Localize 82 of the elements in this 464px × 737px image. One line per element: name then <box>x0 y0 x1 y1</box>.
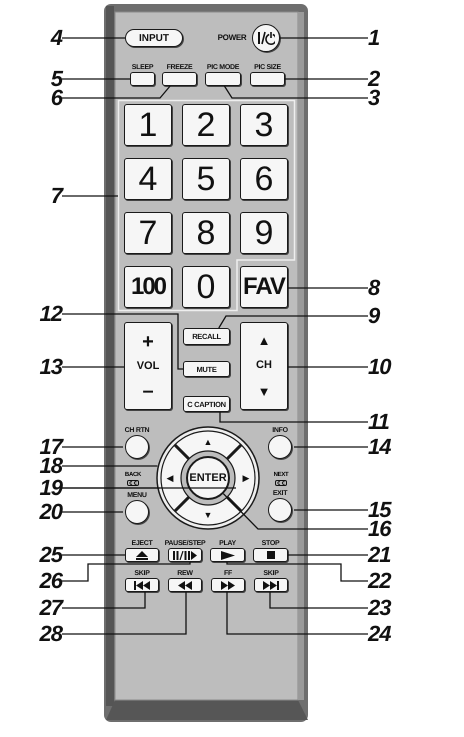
callout-number: 18 <box>40 457 62 475</box>
number-button: 1 <box>124 104 172 146</box>
leader-line <box>294 509 368 511</box>
leader-line <box>285 78 368 80</box>
callout-number: 13 <box>40 358 62 376</box>
callout-number: 8 <box>368 279 380 297</box>
volume-label: VOL <box>136 360 160 372</box>
leader-line <box>218 315 368 328</box>
callout-number: 25 <box>40 546 62 564</box>
callout-number: 2 <box>368 70 380 88</box>
channel-label: CH <box>256 360 272 372</box>
leader-line <box>62 554 125 556</box>
callout-number: 4 <box>50 29 62 47</box>
volume-rocker <box>124 322 172 410</box>
button-label: POWER <box>216 33 248 43</box>
number-button: 7 <box>124 212 172 254</box>
number-button: 5 <box>182 158 230 200</box>
leader-line <box>62 37 125 39</box>
leader-line <box>62 313 183 370</box>
number-button: 0 <box>182 266 230 308</box>
number-button: 3 <box>240 104 288 146</box>
callout-number: 9 <box>368 307 380 325</box>
number-button: 9 <box>240 212 288 254</box>
number-button: 4 <box>124 158 172 200</box>
leader-line <box>219 412 368 423</box>
leader-line <box>62 487 236 489</box>
volume-down-sign: – <box>142 380 154 400</box>
callout-number: 21 <box>368 546 390 564</box>
callout-number: 11 <box>368 413 389 431</box>
leader-line <box>62 562 191 582</box>
callout-number: 19 <box>40 479 62 497</box>
callout-number: 17 <box>40 438 62 456</box>
callout-number: 27 <box>40 599 62 617</box>
favorite-button: FAV <box>240 266 288 308</box>
leader-line <box>62 195 118 197</box>
leader-line <box>288 287 368 289</box>
leader-line <box>62 592 146 609</box>
leader-line <box>62 78 130 80</box>
callout-number: 26 <box>40 572 62 590</box>
left-arrow-key: ◀ <box>160 466 180 490</box>
callout-number: 28 <box>40 625 62 643</box>
number-button: 100 <box>124 266 172 308</box>
leader-line <box>62 511 123 513</box>
channel-up-sign: ▲ <box>258 334 270 347</box>
input-button: INPUT <box>125 29 183 47</box>
callout-number: 3 <box>368 89 380 107</box>
volume-up-sign: + <box>142 332 154 352</box>
leader-line <box>62 86 171 99</box>
callout-number: 5 <box>50 70 62 88</box>
callout-number: 14 <box>368 438 390 456</box>
number-button: 6 <box>240 158 288 200</box>
channel-down-sign: ▼ <box>258 385 270 398</box>
right-arrow-key: ▶ <box>236 466 256 490</box>
number-button: 2 <box>182 104 230 146</box>
callout-number: 12 <box>40 305 62 323</box>
callout-number: 15 <box>368 501 390 519</box>
leader-line <box>288 366 368 368</box>
callout-number: 6 <box>50 89 62 107</box>
callout-number: 23 <box>368 599 390 617</box>
callout-number: 1 <box>368 29 380 47</box>
leader-line <box>224 86 368 99</box>
callout-number: 20 <box>40 503 62 521</box>
leader-line <box>62 366 124 368</box>
leader-line <box>226 562 368 582</box>
number-button: 8 <box>182 212 230 254</box>
callout-number: 22 <box>368 572 390 590</box>
leader-line <box>222 493 368 530</box>
callout-number: 16 <box>368 520 390 538</box>
leader-line <box>294 446 368 448</box>
leader-line <box>280 37 368 39</box>
down-arrow-key: ▼ <box>194 505 222 525</box>
callout-number: 7 <box>50 187 62 205</box>
callout-number: 10 <box>368 358 390 376</box>
leader-line <box>62 465 158 467</box>
channel-rocker <box>240 322 288 410</box>
up-arrow-key: ▲ <box>194 432 222 452</box>
leader-line <box>269 592 368 609</box>
leader-line <box>62 446 123 448</box>
leader-line <box>288 554 368 556</box>
callout-number: 24 <box>368 625 390 643</box>
leader-line <box>62 592 187 635</box>
leader-line <box>226 592 368 635</box>
